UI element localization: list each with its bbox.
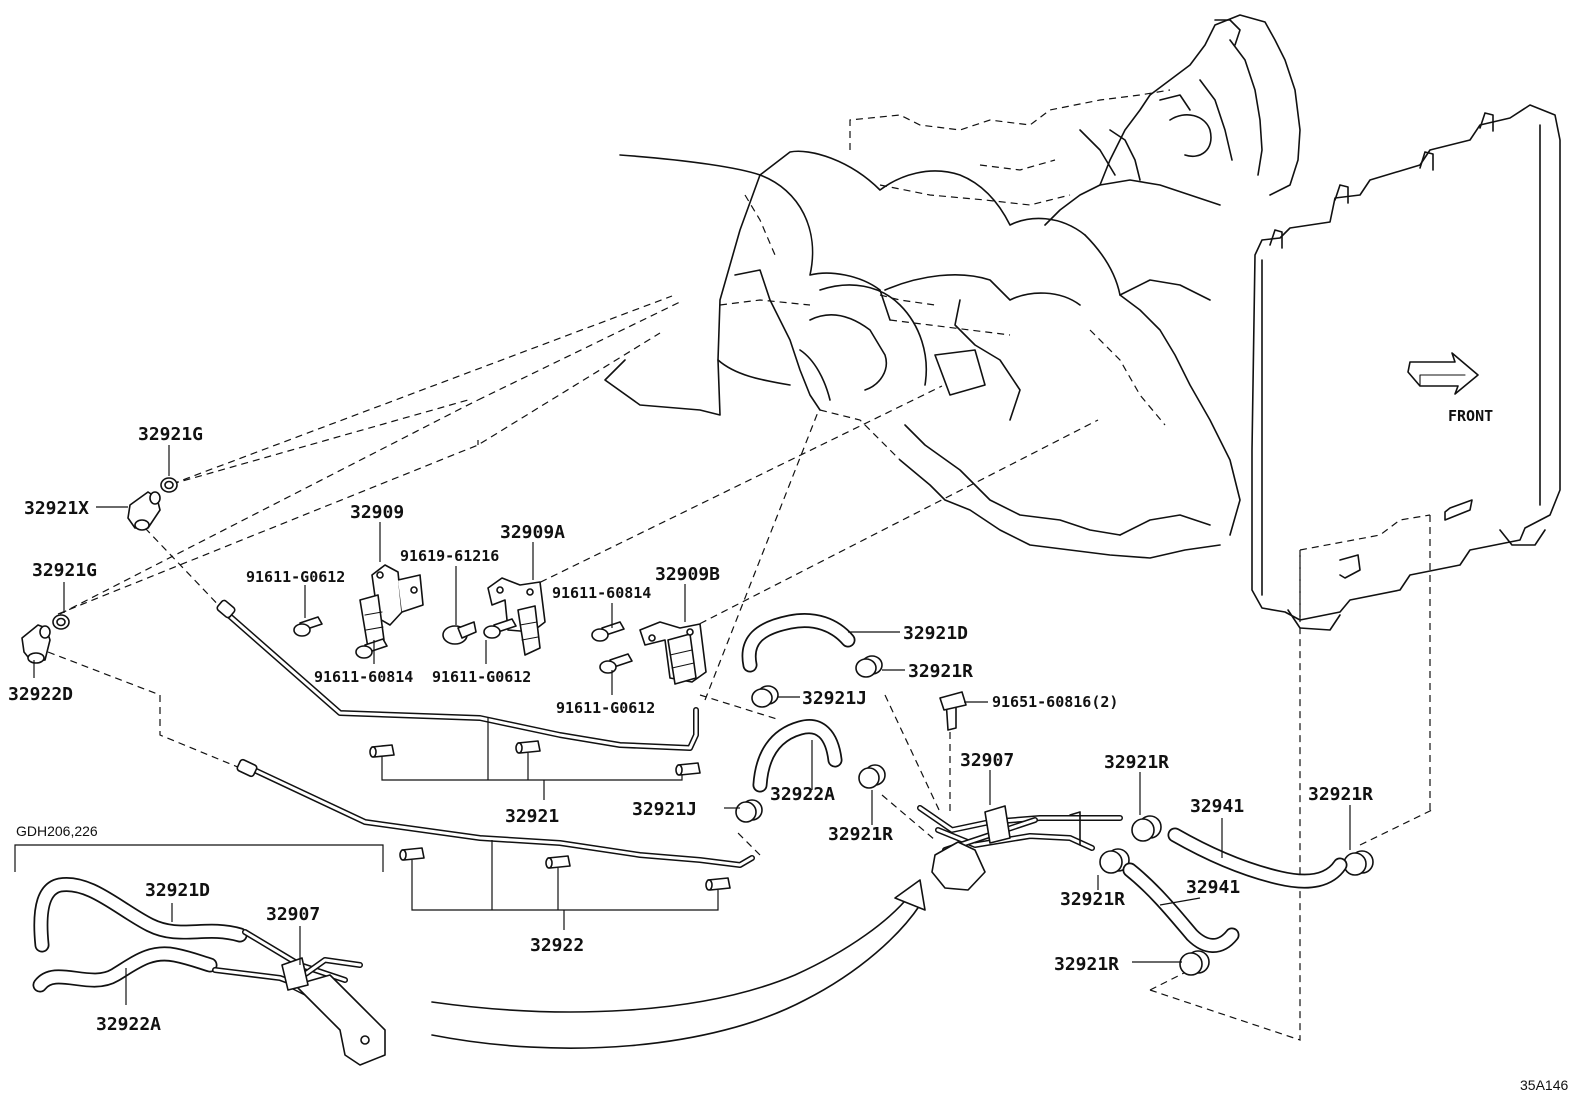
label-32921D-inset: 32921D xyxy=(145,880,210,901)
hose-clamp-icon xyxy=(1099,848,1130,874)
label-32909B: 32909B xyxy=(655,564,720,585)
pipe-bracket-icon xyxy=(639,621,707,685)
label-32907-inset: 32907 xyxy=(266,904,320,925)
bolt-icon xyxy=(355,638,388,659)
grommet-icon xyxy=(399,847,425,861)
hose-32922A xyxy=(752,719,843,793)
hose-32921D xyxy=(741,613,856,673)
label-32921X: 32921X xyxy=(24,498,89,519)
label-91611-G0612-c: 91611-G0612 xyxy=(556,699,655,717)
label-32921R-6: 32921R xyxy=(1054,954,1119,975)
o-ring-icon xyxy=(52,614,70,630)
label-91619-61216: 91619-61216 xyxy=(400,547,499,565)
hose-32941-lower xyxy=(1122,862,1240,953)
grommet-icon xyxy=(545,855,571,869)
hose-clamp-icon xyxy=(1179,950,1210,976)
grommet-icon xyxy=(369,744,395,758)
label-32941-1: 32941 xyxy=(1190,796,1244,817)
label-32921R-4: 32921R xyxy=(828,824,893,845)
pipe-bracket-icon xyxy=(487,577,546,656)
assembly-dashed-lines xyxy=(47,295,1433,1041)
front-direction-arrow-icon xyxy=(1407,352,1479,395)
grommet-icon xyxy=(515,740,541,754)
label-32921J-1: 32921J xyxy=(802,688,867,709)
bolt-icon xyxy=(442,621,477,645)
union-fitting-icon xyxy=(127,491,161,531)
label-32921D: 32921D xyxy=(903,623,968,644)
variant-inset xyxy=(14,844,386,1066)
label-32941-2: 32941 xyxy=(1186,877,1240,898)
grommet-icon xyxy=(705,877,731,891)
label-32909A: 32909A xyxy=(500,522,565,543)
union-fitting-icon xyxy=(21,624,51,664)
label-91611-60814-a: 91611-60814 xyxy=(552,584,651,602)
label-32921R-5: 32921R xyxy=(1060,889,1125,910)
hose-clamp-icon xyxy=(858,764,886,789)
leader-32921 xyxy=(381,718,683,800)
front-label: FRONT xyxy=(1448,407,1493,425)
label-32921G-bottom: 32921G xyxy=(32,560,97,581)
pipe-bracket-icon xyxy=(359,564,424,649)
label-32922A-inset: 32922A xyxy=(96,1014,161,1035)
label-32922D: 32922D xyxy=(8,684,73,705)
figure-code: 35A146 xyxy=(1520,1077,1568,1093)
pipe-32921 xyxy=(216,599,699,751)
label-32909: 32909 xyxy=(350,502,404,523)
label-91651-60816: 91651-60816(2) xyxy=(992,693,1118,711)
label-32921: 32921 xyxy=(505,806,559,827)
bolt-icon xyxy=(939,691,967,731)
bolt-icon xyxy=(591,621,625,642)
pipe-32922 xyxy=(236,758,755,868)
label-leaders xyxy=(33,445,1351,1005)
bolt-icon xyxy=(293,616,323,637)
bolt-icon xyxy=(599,653,633,674)
hose-clamp-icon xyxy=(751,685,779,708)
label-32921G-top: 32921G xyxy=(138,424,203,445)
o-ring-icon xyxy=(160,477,178,493)
variant-note-label: GDH206,226 xyxy=(16,823,98,839)
label-91611-60814-b: 91611-60814 xyxy=(314,668,413,686)
label-32921R-2: 32921R xyxy=(1104,752,1169,773)
grommet-icon xyxy=(675,762,701,776)
label-32921R-1: 32921R xyxy=(908,661,973,682)
hose-32922A-inset xyxy=(32,946,218,993)
hose-clamp-icon xyxy=(735,799,763,823)
label-91611-G0612-b: 91611-G0612 xyxy=(432,668,531,686)
label-91611-G0612-a: 91611-G0612 xyxy=(246,568,345,586)
radiator-outline xyxy=(1251,104,1561,810)
curved-arrow-icon xyxy=(431,879,926,1049)
label-32922A: 32922A xyxy=(770,784,835,805)
label-32907: 32907 xyxy=(960,750,1014,771)
hose-clamp-icon xyxy=(1131,815,1162,842)
hose-clamp-icon xyxy=(1343,850,1374,876)
bolt-icon xyxy=(483,618,517,639)
pipe-assembly-32907 xyxy=(917,805,1123,891)
label-32921R-3: 32921R xyxy=(1308,784,1373,805)
transmission-outline xyxy=(604,14,1301,559)
hose-32921D-inset xyxy=(33,876,248,953)
label-32921J-2: 32921J xyxy=(632,799,697,820)
leader-32922 xyxy=(411,840,719,930)
hose-clamp-icon xyxy=(855,655,883,678)
hose-32941-upper xyxy=(1167,827,1348,889)
label-32922: 32922 xyxy=(530,935,584,956)
